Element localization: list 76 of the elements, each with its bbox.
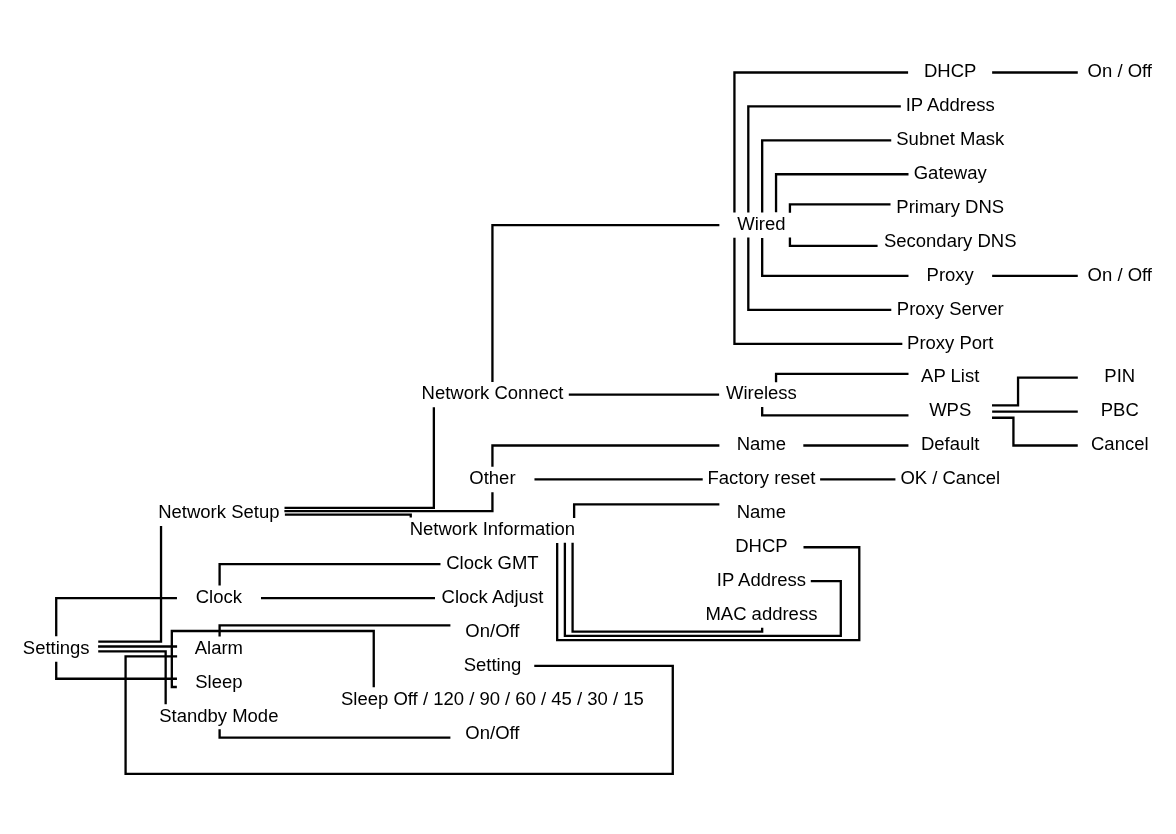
node-text: IP Address bbox=[716, 568, 806, 590]
connector bbox=[284, 513, 412, 518]
connector bbox=[788, 203, 891, 213]
connector bbox=[284, 492, 494, 513]
node-text: Gateway bbox=[913, 162, 987, 184]
node-text: DHCP bbox=[735, 535, 788, 557]
connector bbox=[820, 478, 896, 481]
connector bbox=[992, 71, 1078, 74]
node-text: Settings bbox=[22, 636, 90, 658]
node-text: Network Information bbox=[409, 518, 576, 540]
connector bbox=[761, 139, 892, 213]
connector bbox=[803, 444, 909, 447]
node-text: IP Address bbox=[905, 94, 995, 116]
node-text: Network Connect bbox=[421, 382, 564, 404]
node-text: Sleep bbox=[195, 670, 243, 692]
connector bbox=[572, 503, 720, 518]
connector bbox=[124, 655, 674, 775]
node-text: Clock Adjust bbox=[441, 585, 544, 607]
connector bbox=[747, 237, 892, 312]
connector bbox=[992, 416, 1078, 447]
node-text: Wireless bbox=[725, 382, 797, 404]
node-text: Primary DNS bbox=[896, 195, 1005, 217]
connector bbox=[491, 444, 720, 467]
node-text: OK / Cancel bbox=[900, 467, 1001, 489]
connector bbox=[571, 542, 764, 633]
connector bbox=[534, 478, 703, 481]
node-text: Sleep Off / 120 / 90 / 60 / 45 / 30 / 15 bbox=[341, 687, 644, 709]
connector bbox=[733, 71, 909, 213]
node-text: Proxy Server bbox=[896, 297, 1004, 319]
node-text: Subnet Mask bbox=[896, 128, 1005, 150]
node-text: Wired bbox=[737, 212, 786, 234]
connector bbox=[55, 661, 177, 680]
connector bbox=[747, 105, 901, 213]
node-text: Setting bbox=[463, 653, 522, 675]
connector bbox=[491, 223, 720, 382]
node-text: Other bbox=[469, 467, 516, 489]
connector bbox=[261, 596, 435, 600]
connector bbox=[761, 237, 909, 278]
connector bbox=[98, 650, 167, 705]
connector bbox=[98, 645, 178, 648]
node-text: Factory reset bbox=[707, 467, 816, 489]
node-text: Alarm bbox=[194, 636, 243, 658]
node-text: Name bbox=[736, 433, 787, 455]
connector bbox=[98, 526, 163, 643]
node-text: Name bbox=[736, 501, 787, 523]
node-text: MAC address bbox=[705, 602, 818, 624]
connector bbox=[218, 563, 441, 586]
node-text: PBC bbox=[1100, 399, 1139, 421]
connector bbox=[788, 237, 878, 248]
connector bbox=[733, 237, 903, 345]
connector bbox=[992, 274, 1078, 278]
node-text: AP List bbox=[921, 365, 980, 387]
node-text: Proxy Port bbox=[907, 331, 994, 353]
node-text: Default bbox=[920, 433, 980, 455]
connector bbox=[55, 596, 177, 637]
node-text: Clock bbox=[195, 585, 242, 607]
node-text: PIN bbox=[1104, 365, 1136, 387]
connector bbox=[992, 376, 1078, 407]
connector bbox=[568, 393, 720, 396]
connector bbox=[218, 624, 451, 637]
node-text: Proxy bbox=[926, 263, 974, 285]
node-text: On/Off bbox=[465, 721, 520, 743]
connector bbox=[774, 173, 909, 213]
node-text: Secondary DNS bbox=[883, 229, 1017, 251]
connector bbox=[170, 629, 375, 689]
node-text: Cancel bbox=[1091, 433, 1149, 455]
connector bbox=[992, 410, 1078, 413]
node-text: Standby Mode bbox=[159, 704, 279, 726]
node-text: WPS bbox=[929, 399, 972, 421]
node-text: DHCP bbox=[924, 60, 977, 82]
node-text: Network Setup bbox=[158, 501, 280, 523]
connector bbox=[284, 407, 435, 509]
node-text: On / Off bbox=[1087, 60, 1152, 82]
node-text: On / Off bbox=[1087, 263, 1152, 285]
node-text: On/Off bbox=[465, 619, 520, 641]
node-text: Clock GMT bbox=[446, 551, 539, 573]
